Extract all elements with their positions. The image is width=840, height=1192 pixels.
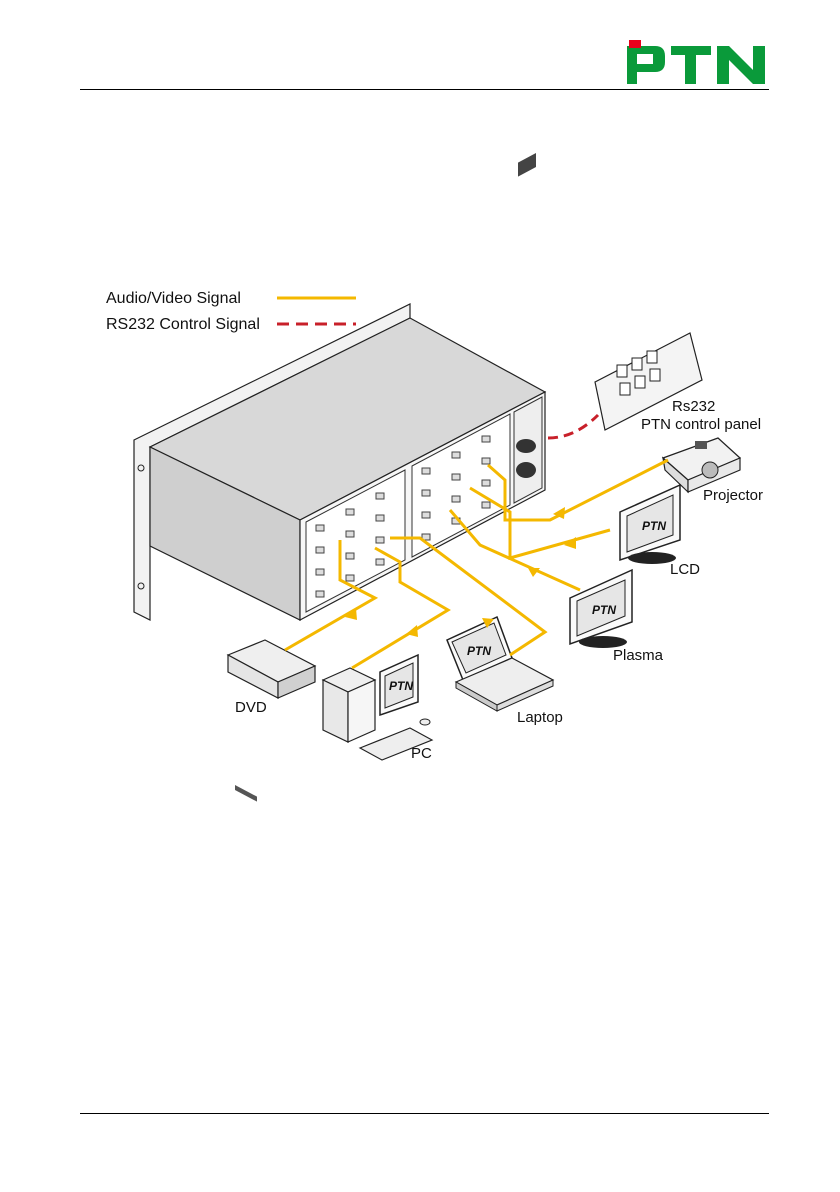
plasma-screen-brand: PTN <box>592 603 616 617</box>
hdmi-port <box>482 480 490 486</box>
lcd-label: LCD <box>670 561 700 578</box>
hdmi-port <box>376 537 384 543</box>
dvd-player: DVD <box>228 640 315 802</box>
hdmi-port <box>316 547 324 553</box>
control-panel-label-line2: PTN control panel <box>641 416 761 433</box>
laptop-label: Laptop <box>517 709 563 726</box>
hdmi-port <box>376 515 384 521</box>
rs232-cable <box>548 415 598 438</box>
hdmi-port <box>346 509 354 515</box>
hdmi-port <box>422 468 430 474</box>
hdmi-port <box>482 502 490 508</box>
hdmi-port <box>316 591 324 597</box>
control-panel-label-line1: Rs232 <box>672 398 715 415</box>
footer-rule <box>80 1113 769 1114</box>
lcd-screen-brand: PTN <box>642 519 666 533</box>
hdmi-port <box>482 436 490 442</box>
lcd-monitor: PTN LCD <box>620 485 700 578</box>
hdmi-port <box>316 569 324 575</box>
hdmi-port <box>452 474 460 480</box>
hdmi-port <box>346 531 354 537</box>
pc-computer: PTN PC <box>323 655 432 762</box>
pc-label: PC <box>411 745 432 762</box>
dvd-label: DVD <box>235 699 267 716</box>
hdmi-port <box>376 493 384 499</box>
hdmi-port <box>422 490 430 496</box>
pc-screen-brand: PTN <box>389 679 413 693</box>
hdmi-port <box>422 512 430 518</box>
legend-av-label: Audio/Video Signal <box>106 290 241 307</box>
hdmi-port <box>482 458 490 464</box>
projector-label: Projector <box>703 487 763 504</box>
plasma-monitor: PTN Plasma <box>570 570 664 664</box>
laptop-screen-brand: PTN <box>467 644 491 658</box>
hdmi-port <box>346 553 354 559</box>
hdmi-port <box>452 496 460 502</box>
rs232-control-panel: Rs232 PTN control panel <box>595 333 761 433</box>
hdmi-port <box>316 525 324 531</box>
plasma-label: Plasma <box>613 647 664 664</box>
hdmi-port <box>452 452 460 458</box>
legend-rs232-label: RS232 Control Signal <box>106 316 260 333</box>
hdmi-port <box>346 575 354 581</box>
hdmi-port <box>376 559 384 565</box>
